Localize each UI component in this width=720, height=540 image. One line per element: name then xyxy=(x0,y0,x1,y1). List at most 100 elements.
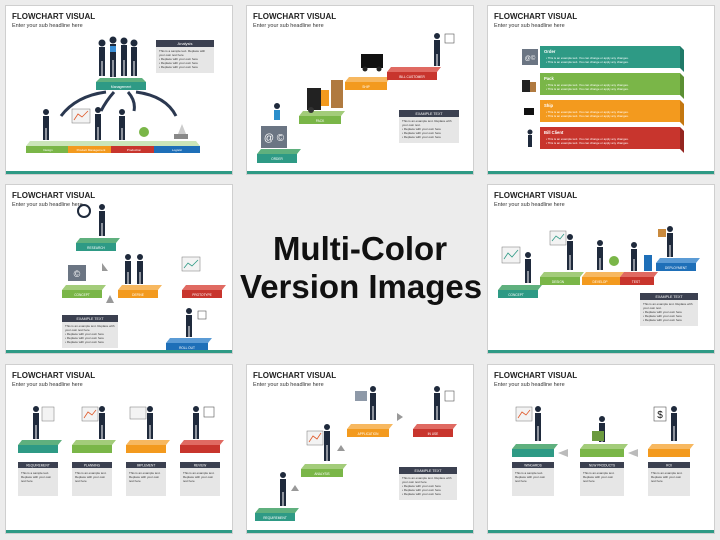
svg-text:Replace with your own: Replace with your own xyxy=(75,475,106,479)
label-requirement: REQUIREMENT xyxy=(263,516,287,520)
slide-title: FLOWCHART VISUAL xyxy=(494,191,578,200)
label-develop: DEVELOP xyxy=(592,280,607,284)
svg-text:• This is an example text. You: • This is an example text. You can chang… xyxy=(546,60,629,64)
label-pack: PACK xyxy=(316,119,325,123)
svg-text:• This is an example text. You: • This is an example text. You can chang… xyxy=(546,137,629,141)
svg-text:This is an example text. Repla: This is an example text. Replace with xyxy=(402,119,452,123)
slide-subtitle: Enter your sub headline here xyxy=(494,23,565,29)
label-roll-out: ROLL OUT xyxy=(179,346,195,350)
svg-text:• Replace with your own here: • Replace with your own here xyxy=(159,57,198,61)
slide-subtitle: Enter your sub headline here xyxy=(12,382,83,388)
svg-text:• Replace with your own here: • Replace with your own here xyxy=(402,131,441,135)
svg-text:• Replace with your own here: • Replace with your own here xyxy=(402,484,441,488)
svg-text:text here: text here xyxy=(515,479,527,483)
note-heading: EXAMPLE TEXT xyxy=(415,112,443,116)
svg-text:text here: text here xyxy=(651,479,663,483)
slide-subtitle: Enter your sub headline here xyxy=(494,202,565,208)
svg-text:Replace with your own: Replace with your own xyxy=(583,475,614,479)
flowchart-art: ORDER PACK SHIP BILL CUSTOMER @ © EXAMPL… xyxy=(257,33,459,163)
label-design: DESIGN xyxy=(552,280,565,284)
label-analysis: ANALYSIS xyxy=(314,472,329,476)
svg-text:• This is an example text. You: • This is an example text. You can chang… xyxy=(546,56,629,60)
slide-7[interactable]: FLOWCHART VISUAL Enter your sub headline… xyxy=(246,364,474,534)
svg-text:©: © xyxy=(74,269,81,279)
label-logistic: Logistic xyxy=(172,148,183,152)
svg-text:your own text here: your own text here xyxy=(402,480,427,484)
slide-subtitle: Enter your sub headline here xyxy=(253,382,324,388)
svg-text:• Replace with your own here: • Replace with your own here xyxy=(402,135,441,139)
label-product-management: Product Management xyxy=(77,148,106,152)
label-roi: ROI xyxy=(666,464,672,468)
slide-6[interactable]: FLOWCHART VISUAL Enter your sub headline… xyxy=(5,364,233,534)
svg-text:@©: @© xyxy=(525,55,536,62)
svg-text:This is an example text.: This is an example text. xyxy=(75,471,107,475)
label-prototype: PROTOTYPE xyxy=(192,293,212,297)
label-production: Production xyxy=(127,148,142,152)
row-label-order: Order xyxy=(544,49,556,54)
slide-2[interactable]: FLOWCHART VISUAL Enter your sub headline… xyxy=(246,5,474,175)
svg-text:text here: text here xyxy=(75,479,87,483)
svg-text:This is an example text.: This is an example text. xyxy=(183,471,215,475)
svg-text:your own text here: your own text here xyxy=(159,53,184,57)
svg-text:Replace with your own: Replace with your own xyxy=(129,475,160,479)
label-design: Design xyxy=(43,148,53,152)
label-ship: SHIP xyxy=(362,85,369,89)
label-bill-customer: BILL CUSTOMER xyxy=(399,75,425,79)
svg-text:your own text.: your own text. xyxy=(402,123,421,127)
svg-text:• Replace with your own here: • Replace with your own here xyxy=(402,492,441,496)
label-wingards: WINGARDS xyxy=(524,464,542,468)
row-label-bill-client: Bill Client xyxy=(544,130,564,135)
svg-text:• Replace with your own here: • Replace with your own here xyxy=(643,318,682,322)
label-in-use: IN USE xyxy=(428,432,439,436)
slide-title: FLOWCHART VISUAL xyxy=(12,371,96,380)
flowchart-art: Order Pack Ship Bill Client • This is an… xyxy=(522,46,684,153)
note-heading: EXAMPLE TEXT xyxy=(414,469,442,473)
label-deployment: DEPLOYMENT xyxy=(665,266,687,270)
svg-text:text here: text here xyxy=(183,479,195,483)
row-label-ship: Ship xyxy=(544,103,554,108)
svg-text:• This is an example text. You: • This is an example text. You can chang… xyxy=(546,83,629,87)
svg-text:text here: text here xyxy=(583,479,595,483)
svg-text:Replace with your own: Replace with your own xyxy=(183,475,214,479)
label-application: APPLICATION xyxy=(358,432,380,436)
svg-text:your own text.: your own text. xyxy=(643,306,662,310)
flowchart-art: CONCEPT DESIGN DEVELOP TEST DEPLOYMENT E… xyxy=(498,226,700,326)
flowchart-art: RESEARCH CONCEPT DEFINE PROTOTYPE ROLL O… xyxy=(62,204,226,351)
slide-title: FLOWCHART VISUAL xyxy=(494,371,578,380)
slide-1[interactable]: FLOWCHART VISUAL Enter your sub headline… xyxy=(5,5,233,175)
flowchart-art: REQUIREMENT PLANNING IMPLEMENT REVIEW Th… xyxy=(18,406,224,496)
label-management: Management xyxy=(111,85,131,89)
slide-3[interactable]: FLOWCHART VISUAL Enter your sub headline… xyxy=(487,5,715,175)
slide-subtitle: Enter your sub headline here xyxy=(253,23,324,29)
label-new-products: NEW PRODUCTS xyxy=(589,464,615,468)
svg-text:This is a sample text.: This is a sample text. xyxy=(515,471,543,475)
svg-text:This is an example text.: This is an example text. xyxy=(129,471,161,475)
svg-text:This is a sample text.: This is a sample text. xyxy=(21,471,49,475)
slide-5[interactable]: FLOWCHART VISUAL Enter your sub headline… xyxy=(487,184,715,354)
slide-title: FLOWCHART VISUAL xyxy=(253,371,337,380)
label-concept: CONCEPT xyxy=(508,293,524,297)
label-define: DEFINE xyxy=(132,293,144,297)
svg-text:Replace with your own: Replace with your own xyxy=(515,475,546,479)
svg-text:• Replace with your own here: • Replace with your own here xyxy=(159,61,198,65)
svg-text:• Replace with your own here: • Replace with your own here xyxy=(65,336,104,340)
slide-title: FLOWCHART VISUAL xyxy=(12,191,96,200)
svg-text:This is an example text.: This is an example text. xyxy=(651,471,683,475)
flowchart-art: REQUIREMENT ANALYSIS APPLICATION IN USE … xyxy=(255,386,457,521)
svg-text:• This is an example text. You: • This is an example text. You can chang… xyxy=(546,114,629,118)
svg-text:• Replace with your own here: • Replace with your own here xyxy=(65,340,104,344)
svg-text:$: $ xyxy=(657,410,663,421)
slide-4[interactable]: FLOWCHART VISUAL Enter your sub headline… xyxy=(5,184,233,354)
svg-text:• Replace with your own here: • Replace with your own here xyxy=(643,314,682,318)
note-heading: Analysis xyxy=(178,41,193,46)
slide-subtitle: Enter your sub headline here xyxy=(494,382,565,388)
slide-8[interactable]: FLOWCHART VISUAL Enter your sub headline… xyxy=(487,364,715,534)
svg-text:• Replace with your own here: • Replace with your own here xyxy=(65,332,104,336)
svg-text:• Replace with your own here: • Replace with your own here xyxy=(402,488,441,492)
label-review: REVIEW xyxy=(194,464,207,468)
svg-text:text here: text here xyxy=(21,479,33,483)
svg-text:text here: text here xyxy=(129,479,141,483)
svg-text:• Replace with your own here: • Replace with your own here xyxy=(402,127,441,131)
center-heading: Multi-Color Version Images xyxy=(240,230,482,306)
slide-title: FLOWCHART VISUAL xyxy=(253,12,337,21)
